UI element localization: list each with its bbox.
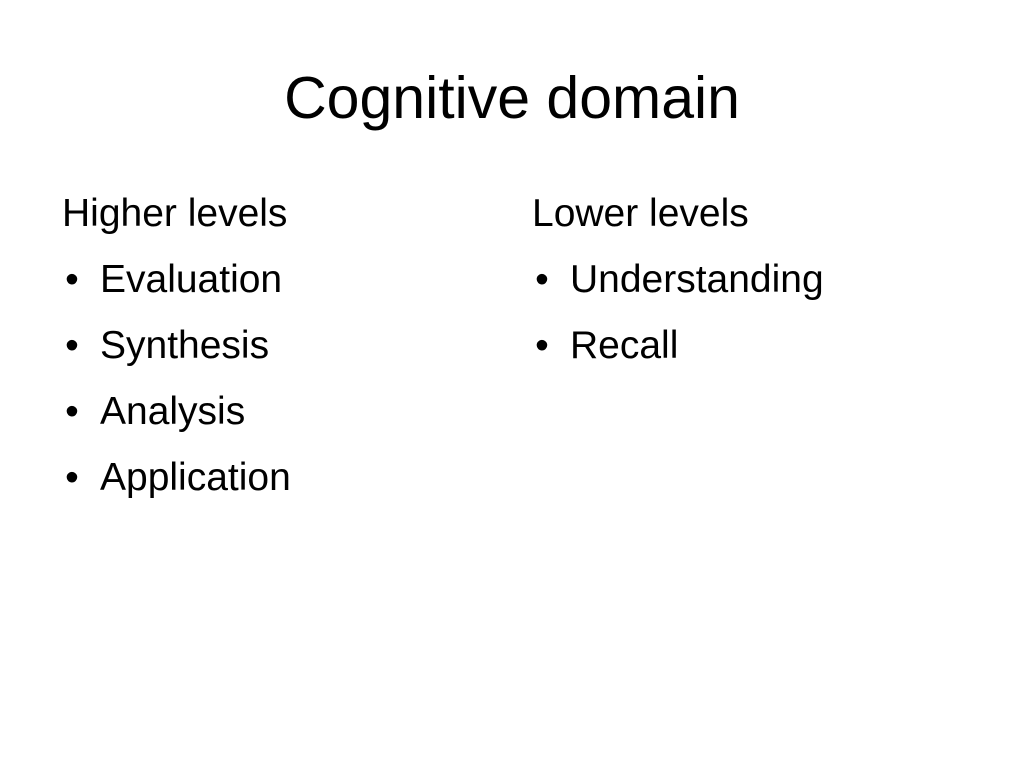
bullet-icon: • bbox=[535, 324, 549, 367]
list-item: • Understanding bbox=[532, 254, 972, 306]
bullet-icon: • bbox=[65, 390, 79, 433]
lower-levels-list: • Understanding • Recall bbox=[532, 254, 972, 372]
list-item-label: Analysis bbox=[100, 390, 246, 433]
list-item-label: Evaluation bbox=[100, 258, 283, 301]
lower-levels-heading: Lower levels bbox=[532, 192, 749, 235]
list-item: • Application bbox=[62, 452, 482, 504]
list-item: • Evaluation bbox=[62, 254, 482, 306]
higher-levels-list: • Evaluation • Synthesis • Analysis • Ap… bbox=[62, 254, 482, 504]
list-item: • Recall bbox=[532, 320, 972, 372]
higher-levels-heading: Higher levels bbox=[62, 192, 288, 235]
list-item-label: Application bbox=[100, 456, 291, 499]
list-item: • Analysis bbox=[62, 386, 482, 438]
list-item-label: Recall bbox=[570, 324, 679, 367]
higher-levels-column: Higher levels • Evaluation • Synthesis •… bbox=[62, 188, 482, 518]
bullet-icon: • bbox=[535, 258, 549, 301]
slide-title: Cognitive domain bbox=[284, 65, 740, 131]
list-item-label: Understanding bbox=[570, 258, 824, 301]
bullet-icon: • bbox=[65, 258, 79, 301]
list-item: • Synthesis bbox=[62, 320, 482, 372]
bullet-icon: • bbox=[65, 324, 79, 367]
list-item-label: Synthesis bbox=[100, 324, 270, 367]
lower-levels-column: Lower levels • Understanding • Recall bbox=[532, 188, 972, 386]
bullet-icon: • bbox=[65, 456, 79, 499]
